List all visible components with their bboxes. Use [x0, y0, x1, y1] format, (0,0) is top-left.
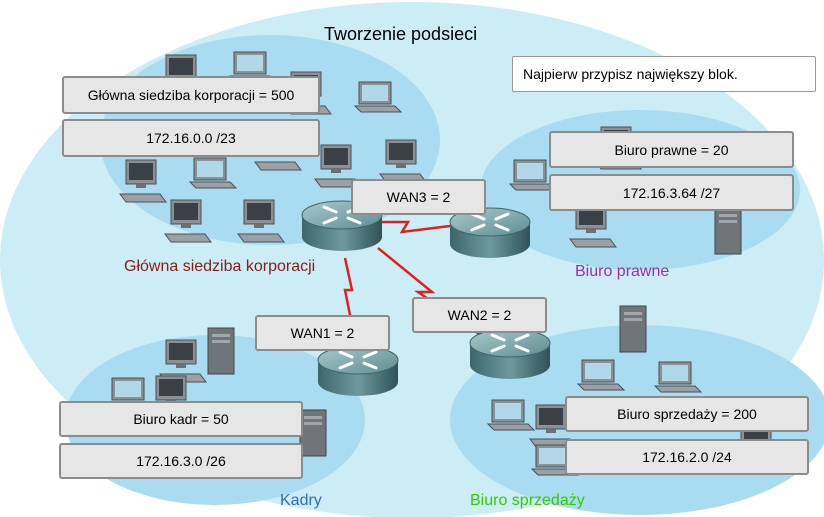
server-icon	[619, 305, 647, 353]
sales-router-icon	[468, 327, 552, 381]
hq-site-label: Główna siedziba korporacji	[124, 258, 316, 275]
wan3-box: WAN3 = 2	[351, 179, 486, 215]
legal-router-icon	[448, 206, 532, 260]
diagram-title: Tworzenie podsieci	[324, 24, 478, 44]
server-icon	[299, 409, 327, 457]
sales-site-label: Biuro sprzedaży	[470, 492, 585, 509]
hr-subnet-box: 172.16.3.0 /26	[59, 443, 303, 479]
server-icon	[714, 207, 742, 255]
legal-subnet-box: 172.16.3.64 /27	[549, 174, 794, 211]
instruction-note: Najpierw przypisz największy blok.	[512, 56, 816, 92]
hr-site-label: Kadry	[280, 492, 322, 509]
wan1-box: WAN1 = 2	[255, 315, 390, 351]
sales-requirement-box: Biuro sprzedaży = 200	[565, 396, 809, 432]
legal-requirement-box: Biuro prawne = 20	[549, 131, 794, 168]
hr-router-icon	[316, 344, 400, 398]
legal-site-label: Biuro prawne	[575, 263, 670, 280]
server-icon	[207, 327, 235, 375]
hq-requirement-box: Główna siedziba korporacji = 500	[62, 76, 320, 114]
hq-subnet-box: 172.16.0.0 /23	[62, 119, 320, 157]
hr-requirement-box: Biuro kadr = 50	[59, 401, 303, 437]
wan3-link	[380, 220, 451, 234]
sales-subnet-box: 172.16.2.0 /24	[565, 439, 809, 475]
wan2-box: WAN2 = 2	[412, 297, 547, 333]
